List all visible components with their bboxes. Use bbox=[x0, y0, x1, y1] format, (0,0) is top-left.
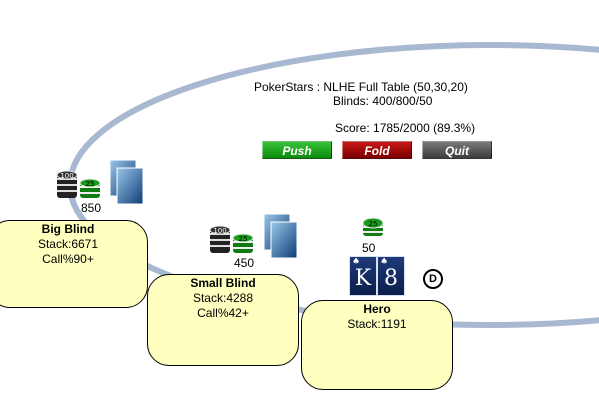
player-name: Hero bbox=[363, 302, 391, 316]
card-back-icon bbox=[263, 213, 298, 259]
player-call-range: Call%42+ bbox=[197, 306, 249, 320]
svg-text:25: 25 bbox=[86, 180, 95, 188]
player-name: Small Blind bbox=[190, 276, 256, 290]
fold-button[interactable]: Fold bbox=[342, 141, 412, 159]
blinds-info: Blinds: 400/800/50 bbox=[333, 94, 433, 108]
player-stack: Stack:6671 bbox=[37, 237, 99, 251]
seat-small-blind: Small Blind Stack:4288 Call%42+ bbox=[147, 274, 299, 366]
chip-stack-icon: 100 25 bbox=[209, 225, 254, 253]
card-back-icon bbox=[109, 159, 144, 205]
svg-text:100: 100 bbox=[213, 227, 226, 235]
score-info: Score: 1785/2000 (89.3%) bbox=[335, 121, 476, 135]
hero-bet: 50 bbox=[362, 241, 376, 255]
card-suit: ♠ bbox=[352, 257, 361, 267]
card-suit: ♠ bbox=[380, 257, 389, 267]
dealer-button-icon: D bbox=[423, 269, 443, 289]
big-blind-bet: 850 bbox=[81, 201, 102, 215]
seat-big-blind: Big Blind Stack:6671 Call%90+ bbox=[0, 220, 148, 308]
player-stack: Stack:4288 bbox=[192, 291, 254, 305]
quit-button[interactable]: Quit bbox=[422, 141, 492, 159]
small-blind-bet: 450 bbox=[234, 256, 255, 270]
card-rank: K bbox=[354, 266, 372, 291]
hero-card-1: ♠ K bbox=[349, 256, 377, 296]
table-title: PokerStars : NLHE Full Table (50,30,20) bbox=[254, 80, 468, 94]
player-call-range: Call%90+ bbox=[42, 252, 94, 266]
player-name: Big Blind bbox=[41, 222, 95, 236]
chip-stack-icon: 25 bbox=[362, 217, 384, 236]
push-button[interactable]: Push bbox=[262, 141, 332, 159]
svg-text:100: 100 bbox=[60, 172, 73, 180]
card-rank: 8 bbox=[384, 266, 398, 291]
seat-hero: Hero Stack:1191 bbox=[301, 300, 453, 390]
hero-card-2: ♠ 8 bbox=[377, 256, 405, 296]
svg-text:25: 25 bbox=[369, 220, 378, 228]
svg-text:25: 25 bbox=[239, 235, 248, 243]
player-stack: Stack:1191 bbox=[347, 317, 407, 331]
chip-stack-icon: 100 25 bbox=[56, 170, 101, 198]
